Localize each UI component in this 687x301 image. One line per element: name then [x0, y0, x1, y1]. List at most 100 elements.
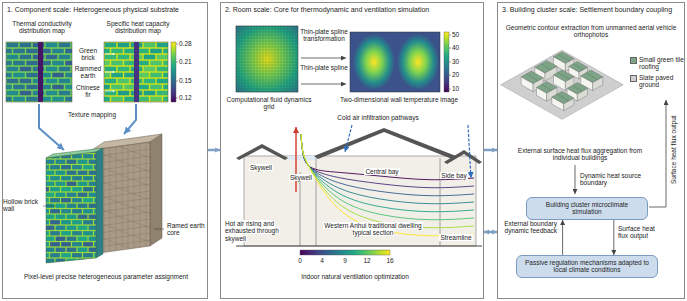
brick — [46, 91, 58, 96]
diagram-label: Dynamic heat source boundary — [580, 172, 641, 186]
brick — [45, 149, 55, 153]
diagram-label: 50 — [452, 31, 459, 38]
label-slot: 0.15 — [179, 77, 199, 84]
brick — [111, 97, 123, 102]
label-slot: Skywell — [246, 164, 276, 171]
brick — [105, 231, 115, 235]
brick — [50, 242, 60, 246]
tile-roof — [567, 83, 587, 95]
brick — [6, 61, 12, 66]
brick — [105, 253, 115, 257]
label-slot: Geometric contour extraction from unmann… — [502, 24, 680, 39]
streamline — [301, 134, 474, 204]
brick — [78, 182, 88, 186]
label-slot: 0.28 — [179, 40, 199, 47]
brick — [61, 242, 71, 246]
slab-side — [96, 148, 103, 258]
brick — [72, 220, 82, 224]
leader-line — [105, 54, 113, 55]
brick — [67, 226, 77, 230]
brick — [118, 91, 130, 96]
thermal-map — [6, 42, 72, 102]
brick — [111, 61, 123, 66]
brick — [78, 193, 88, 197]
colorbar-tick — [449, 62, 451, 63]
brick — [150, 49, 162, 54]
diagram-label: Specific heat capacity distribution map — [107, 20, 170, 34]
brick — [67, 182, 77, 186]
brick — [50, 253, 60, 257]
brick — [39, 198, 49, 202]
brick — [78, 237, 88, 241]
brick — [78, 248, 88, 252]
brick — [105, 43, 117, 48]
brick — [100, 248, 110, 252]
brick — [144, 43, 156, 48]
brick — [104, 85, 110, 90]
diagram-label: Western Anhui traditional dwelling typic… — [323, 222, 422, 236]
brick — [94, 198, 104, 202]
skywell-opening — [288, 156, 316, 160]
brick — [13, 85, 25, 90]
label-slot: 16 — [382, 257, 398, 264]
label-slot: Computational fluid dynamics grid — [222, 96, 316, 111]
brick — [105, 91, 117, 96]
brick — [163, 49, 168, 54]
brick — [65, 97, 72, 102]
diagram-label: 0 — [298, 257, 302, 264]
brick — [61, 253, 71, 257]
diagram-label: Green brick — [79, 47, 97, 61]
brick — [56, 215, 66, 219]
brick — [52, 49, 64, 54]
brick — [59, 79, 71, 84]
brick — [56, 193, 66, 197]
diagram-label: Thermal conductivity distribution map — [12, 20, 72, 34]
streamline — [301, 134, 474, 228]
diagram-label: 16 — [386, 257, 393, 264]
brick — [61, 187, 71, 191]
brick — [13, 61, 25, 66]
diagram-label: Geometric contour extraction from unmann… — [506, 24, 677, 38]
brick — [34, 160, 44, 164]
brick — [163, 85, 168, 90]
brick — [94, 165, 104, 169]
diagram-label: Streamline — [439, 234, 472, 241]
coupling-arrow — [562, 220, 563, 255]
colorbar — [444, 32, 449, 92]
diagram-label: 4 — [320, 257, 324, 264]
flow-arrow — [208, 149, 220, 152]
label-slot: Thin-plate spline transformation — [300, 28, 348, 43]
tile-roof — [537, 82, 557, 94]
process-box: Building cluster microclimate simulation — [526, 197, 648, 220]
brick — [56, 259, 66, 263]
brick — [26, 97, 38, 102]
mortar — [104, 42, 168, 102]
grid-line — [236, 41, 298, 42]
leader-dot — [113, 71, 115, 73]
brick — [34, 149, 44, 153]
grid-frame — [236, 26, 298, 92]
brick — [83, 176, 93, 180]
brick — [65, 73, 72, 78]
panel-title: 1. Component scale: Heterogeneous physic… — [3, 3, 207, 17]
grid-line — [236, 77, 298, 78]
label-slot: Hollow brick wall — [3, 198, 41, 213]
brick — [7, 79, 19, 84]
brick — [6, 73, 12, 78]
brick — [94, 154, 104, 158]
brick — [50, 220, 60, 224]
brick — [100, 193, 110, 197]
brick — [89, 237, 99, 241]
brick — [89, 215, 99, 219]
brick — [72, 176, 82, 180]
brick — [34, 215, 44, 219]
panel-title: 2. Room scale: Core for thermodynamic an… — [221, 3, 483, 17]
brick — [13, 73, 25, 78]
brick — [50, 264, 60, 268]
brick — [83, 154, 93, 158]
brick — [39, 253, 49, 257]
grid-line — [236, 47, 298, 48]
brick — [105, 198, 115, 202]
brick — [39, 242, 49, 246]
mortar — [44, 148, 100, 266]
